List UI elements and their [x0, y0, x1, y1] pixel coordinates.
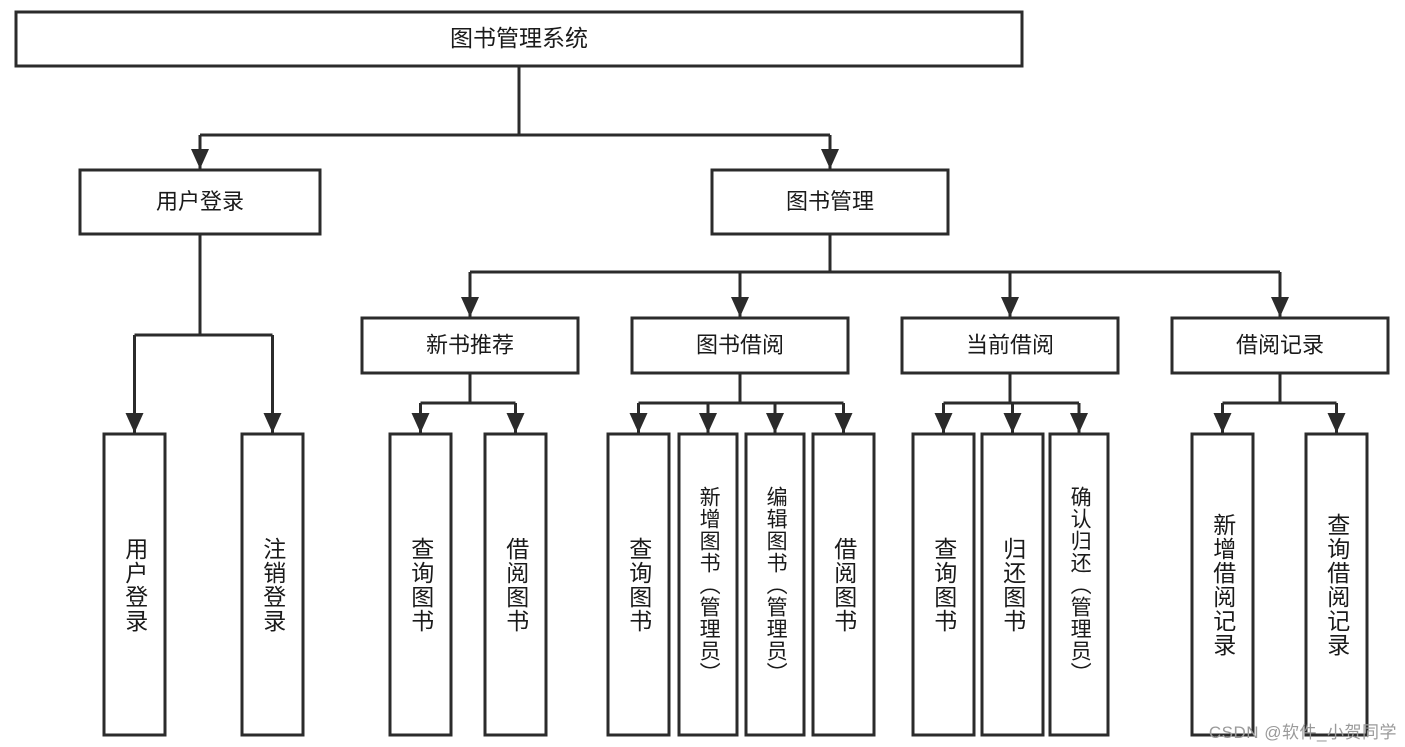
leaf-node-2-box[interactable] [388, 432, 453, 737]
arrow-head-icon [125, 413, 144, 433]
box-layer [14, 10, 1390, 737]
watermark: CSDN @软件_小贺同学 [1208, 723, 1397, 742]
level2-node-1-label: 图书借阅 [696, 332, 784, 357]
leaf-node-3-box[interactable] [483, 432, 548, 737]
arrow-head-icon [1327, 413, 1346, 433]
arrow-head-icon [699, 413, 717, 433]
level2-node-0-label: 新书推荐 [426, 332, 514, 357]
arrow-head-icon [1070, 413, 1088, 433]
level2-node-0-box[interactable] [360, 316, 580, 375]
arrow-head-icon [766, 413, 784, 433]
leaf-node-11-box[interactable] [1190, 432, 1255, 737]
level2-node-3-box[interactable] [1170, 316, 1390, 375]
arrow-head-icon [461, 297, 479, 317]
arrow-head-icon [629, 413, 648, 433]
arrow-head-icon [834, 413, 853, 433]
leaf-node-8-box[interactable] [911, 432, 976, 737]
leaf-node-4-box[interactable] [606, 432, 671, 737]
leaf-node-1-box[interactable] [240, 432, 305, 737]
leaf-node-5-box[interactable] [677, 432, 739, 737]
leaf-node-10-box[interactable] [1048, 432, 1110, 737]
level2-node-1-box[interactable] [630, 316, 850, 375]
arrow-head-icon [934, 413, 953, 433]
leaf-node-0-box[interactable] [102, 432, 167, 737]
level1-node-1-box[interactable] [710, 168, 950, 236]
leaf-node-9-box[interactable] [980, 432, 1045, 737]
arrow-head-icon [506, 413, 525, 433]
level2-node-2-label: 当前借阅 [966, 332, 1054, 357]
leaf-node-12-box[interactable] [1304, 432, 1369, 737]
level2-node-2-box[interactable] [900, 316, 1120, 375]
level1-node-0-label: 用户登录 [156, 189, 244, 214]
leaf-node-7-box[interactable] [811, 432, 876, 737]
arrow-head-icon [411, 413, 430, 433]
connector-layer [125, 66, 1346, 433]
arrow-head-icon [263, 413, 282, 433]
root-node-0-label: 图书管理系统 [450, 25, 588, 51]
arrow-head-icon [1003, 413, 1022, 433]
level1-node-1-label: 图书管理 [786, 189, 874, 214]
arrow-head-icon [1271, 297, 1289, 317]
arrow-head-icon [191, 149, 209, 169]
arrow-head-icon [1001, 297, 1019, 317]
arrow-head-icon [731, 297, 749, 317]
leaf-node-6-box[interactable] [744, 432, 806, 737]
arrow-head-icon [821, 149, 839, 169]
level1-node-0-box[interactable] [78, 168, 322, 236]
root-node-0-box[interactable] [14, 10, 1024, 68]
arrow-head-icon [1213, 413, 1232, 433]
level2-node-3-label: 借阅记录 [1236, 332, 1324, 357]
